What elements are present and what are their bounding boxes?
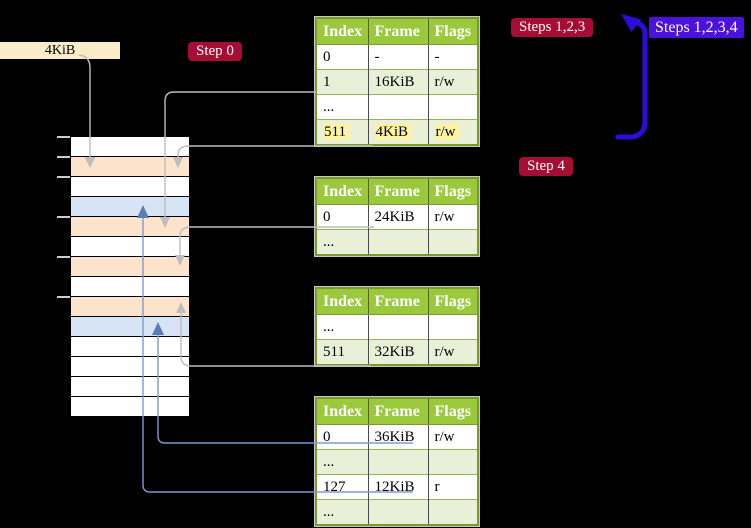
memory-frame-row: [71, 137, 189, 157]
table-row: ...: [316, 314, 478, 340]
connector-table1-4kib-to-frame: [177, 145, 373, 158]
table-row: ...: [316, 229, 478, 255]
column-header-index: Index: [316, 18, 368, 45]
table-header-row: Index Frame Flags: [316, 288, 478, 315]
highlighted-value: r/w: [434, 124, 459, 140]
memory-frame-row: [71, 177, 189, 197]
memory-frame-row: [71, 377, 189, 397]
table-row: ...: [316, 94, 478, 120]
table-header-row: Index Frame Flags: [316, 178, 478, 205]
table-header-row: Index Frame Flags: [316, 398, 478, 425]
table-row: 0 24KiB r/w: [316, 204, 478, 230]
table-row: 0 36KiB r/w: [316, 424, 478, 450]
column-header-frame: Frame: [367, 18, 428, 45]
table-row: 0 - -: [316, 44, 478, 70]
memory-frame-row: [71, 157, 189, 177]
memory-frame-row: [71, 197, 189, 217]
memory-frame-row: [71, 337, 189, 357]
column-header-frame: Frame: [367, 178, 428, 205]
physical-memory-column: [70, 136, 190, 417]
memory-frame-row: [71, 357, 189, 377]
page-table-3: Index Frame Flags ... 511 32KiB r/w: [315, 287, 479, 366]
highlighted-value: 511: [323, 124, 349, 140]
column-header-flags: Flags: [427, 398, 478, 425]
table-row: 1 16KiB r/w: [316, 69, 478, 95]
table-row: ...: [316, 499, 478, 525]
memory-frame-row: [71, 297, 189, 317]
memory-frame-row: [71, 277, 189, 297]
memory-tick-mark: [57, 216, 70, 218]
column-header-index: Index: [316, 398, 368, 425]
highlighted-value: 4KiB: [374, 124, 412, 140]
table-row: 127 12KiB r: [316, 474, 478, 500]
column-header-flags: Flags: [427, 178, 478, 205]
memory-frame-row: [71, 257, 189, 277]
table-row: 511 32KiB r/w: [316, 339, 478, 365]
page-table-1: Index Frame Flags 0 - - 1 16KiB r/w ... …: [315, 17, 479, 146]
column-header-index: Index: [316, 288, 368, 315]
table-row-highlighted: 511 4KiB r/w: [316, 119, 478, 145]
table-row: ...: [316, 449, 478, 475]
steps-1-2-3-4-badge: Steps 1,2,3,4: [649, 17, 744, 38]
column-header-frame: Frame: [367, 398, 428, 425]
step-0-badge: Step 0: [188, 42, 242, 61]
page-table-2: Index Frame Flags 0 24KiB r/w ...: [315, 177, 479, 256]
memory-tick-mark: [57, 136, 70, 138]
table-header-row: Index Frame Flags: [316, 18, 478, 45]
step-4-badge: Step 4: [519, 157, 573, 176]
column-header-index: Index: [316, 178, 368, 205]
memory-tick-mark: [57, 296, 70, 298]
memory-frame-row: [71, 397, 189, 416]
memory-tick-mark: [57, 156, 70, 158]
memory-tick-mark: [57, 256, 70, 258]
page-table-4: Index Frame Flags 0 36KiB r/w ... 127 12…: [315, 397, 479, 526]
memory-frame-row: [71, 217, 189, 237]
steps-arrow: [615, 20, 648, 140]
steps-arrowhead-icon: [621, 14, 642, 32]
memory-tick-mark: [57, 176, 70, 178]
column-header-flags: Flags: [427, 288, 478, 315]
column-header-frame: Frame: [367, 288, 428, 315]
page-size-label: 4KiB: [0, 42, 120, 59]
memory-frame-row: [71, 237, 189, 257]
steps-1-2-3-badge: Steps 1,2,3: [511, 18, 594, 37]
column-header-flags: Flags: [427, 18, 478, 45]
memory-frame-row: [71, 317, 189, 337]
